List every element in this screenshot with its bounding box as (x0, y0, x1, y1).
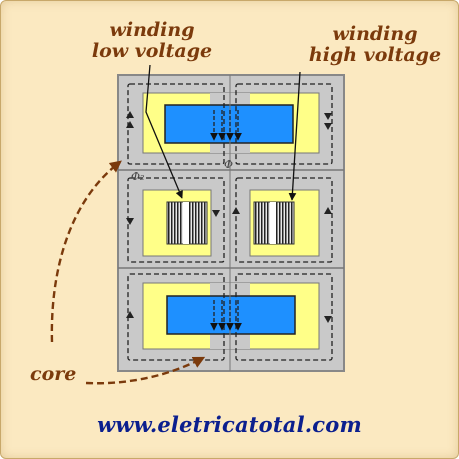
core-label: core (30, 363, 77, 385)
flux-phi-label: Φ (224, 158, 233, 171)
winding-high-label: winding high voltage (300, 24, 450, 66)
winding-top (164, 104, 294, 144)
high-voltage-pointer (288, 71, 301, 201)
winding-low-line1: winding (109, 19, 195, 41)
flux-phi2-label: Φ₂ (131, 170, 144, 183)
low-voltage-pointer (145, 64, 183, 199)
core-pointer-lower (85, 356, 206, 385)
side-arrows (126, 111, 332, 323)
flux-arrows (210, 110, 242, 331)
winding-bottom (166, 295, 296, 335)
winding-high-line2: high voltage (308, 44, 442, 66)
winding-high-line1: winding (332, 23, 418, 45)
website-url: www.eletricatotal.com (97, 412, 362, 437)
core-pointer-upper (50, 160, 122, 343)
winding-low-line2: low voltage (91, 40, 213, 62)
winding-low-label: winding low voltage (82, 20, 222, 62)
